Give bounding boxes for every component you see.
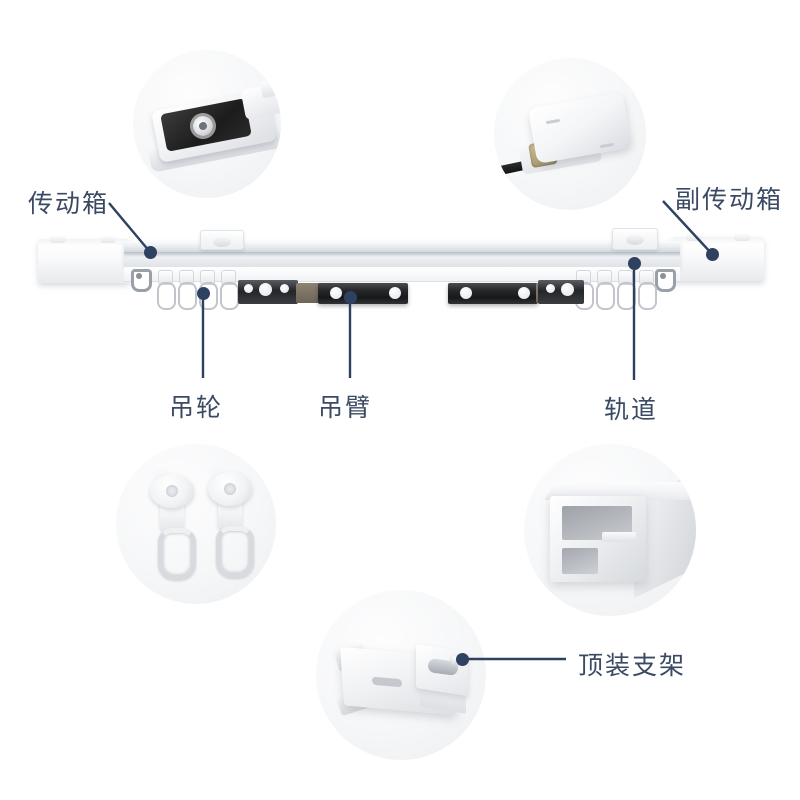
carrier-hook-ring [638, 282, 657, 310]
arm-hole [561, 283, 574, 296]
arm-hole [259, 283, 272, 296]
carrier-roller [639, 270, 654, 285]
arm-hole [389, 287, 401, 299]
end-hook-left [131, 269, 152, 292]
leader-dot-track [628, 257, 641, 270]
label-sub-drive-box: 副传动箱 [675, 185, 784, 214]
left-drive-box [38, 236, 130, 283]
carrier-hook-ring [178, 282, 197, 310]
label-top-mount-bracket: 顶装支架 [578, 651, 687, 680]
sub-drive-box-photo [494, 58, 646, 210]
label-drive-box: 传动箱 [28, 189, 110, 218]
leader-dot-roller [197, 287, 210, 300]
label-track: 轨道 [604, 395, 659, 424]
right-drive-box [672, 234, 764, 281]
carrier-roller [200, 270, 215, 285]
roller-photo [116, 444, 276, 604]
carrier-roller [618, 270, 633, 285]
rail-assembly [0, 225, 800, 345]
carrier-hook-ring [157, 282, 176, 310]
mount-saddle-right [612, 228, 658, 250]
arm-joint [296, 283, 322, 303]
leader-dot-sub-drive-box [706, 248, 719, 261]
leader-dot-bracket [456, 653, 469, 666]
leader-dot-drive-box [144, 246, 157, 259]
carrier-roller [179, 270, 194, 285]
carrier-hook-ring [596, 282, 615, 310]
label-hanging-arm: 吊臂 [318, 393, 373, 422]
arm-hole [546, 284, 555, 293]
carrier-hook-ring [617, 282, 636, 310]
carrier-roller [158, 270, 173, 285]
arm-hole [330, 287, 342, 299]
track-photo [524, 444, 696, 616]
end-hook-right [655, 269, 676, 292]
mount-saddle-left [200, 230, 244, 250]
carrier-roller [597, 270, 612, 285]
rail-lower-strip [124, 267, 680, 282]
arm-hole [460, 287, 472, 299]
arm-hole [280, 284, 289, 293]
leader-dot-hanging-arm [344, 291, 357, 304]
label-roller: 吊轮 [169, 393, 224, 422]
bracket-photo [316, 590, 486, 760]
carrier-roller [221, 270, 236, 285]
arm-hole [244, 284, 253, 293]
drive-box-photo [133, 50, 281, 198]
arm-hole [518, 287, 530, 299]
carrier-hook-ring [220, 282, 239, 310]
